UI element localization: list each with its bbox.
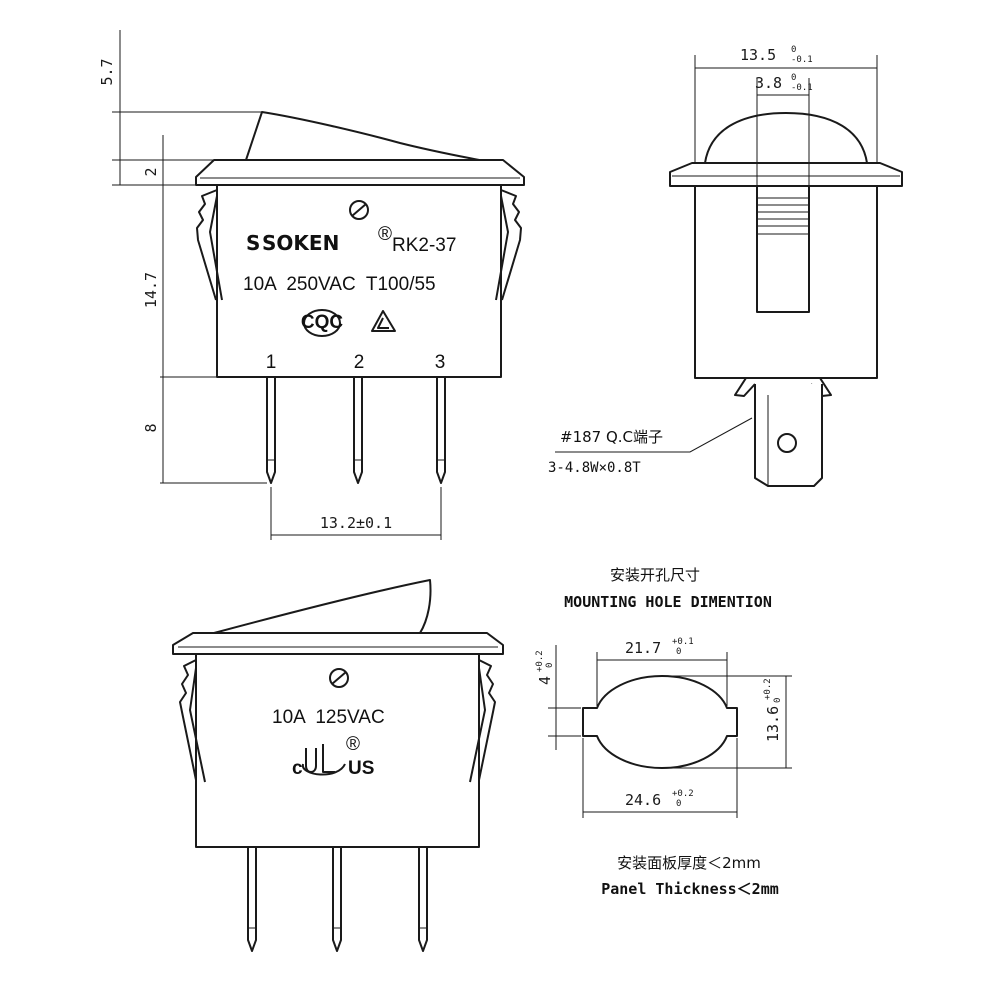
model-number: RK2-37 xyxy=(392,235,456,256)
bottom-flange xyxy=(172,632,504,655)
side-view: 13.5 0 -0.1 3.8 0 -0.1 #187 Q.C端子 3-4.8W… xyxy=(548,45,903,487)
dim-side-width-tol-upper: 0 xyxy=(791,45,796,55)
pin-2 xyxy=(353,377,363,484)
dim-slot-width-tol-lower: -0.1 xyxy=(791,83,813,93)
bottom-pin-3 xyxy=(418,847,428,952)
side-clip-left xyxy=(734,377,756,397)
mounting-hole-outline xyxy=(582,675,738,769)
dim-side-width-tol-lower: -0.1 xyxy=(791,55,813,65)
side-slot xyxy=(756,185,810,313)
mounting-title-cn: 安装开孔尺寸 xyxy=(610,566,700,584)
ul-mark-icon xyxy=(301,744,346,776)
brand-s-logo: S xyxy=(246,231,260,255)
side-dome xyxy=(704,112,868,164)
dim-bottom-width-tol-upper: +0.2 xyxy=(672,789,694,799)
bottom-pin-1 xyxy=(247,847,257,952)
dim-top-width: 21.7 xyxy=(625,639,661,657)
bottom-body xyxy=(195,653,480,848)
ul-registered: ® xyxy=(346,734,360,755)
dim-flange: 2 xyxy=(142,167,160,176)
dim-notch: 4 xyxy=(536,676,554,685)
mounting-hole-view: 安装开孔尺寸 MOUNTING HOLE DIMENTION 21.7 +0.1… xyxy=(535,566,792,898)
bottom-pin-2 xyxy=(332,847,342,952)
dim-hole-height: 13.6 xyxy=(764,706,782,742)
dim-slot-width-tol-upper: 0 xyxy=(791,73,796,83)
pin-1 xyxy=(266,377,276,484)
ul-suffix: US xyxy=(348,758,374,779)
front-right-clip xyxy=(495,189,522,301)
triangle-cert-icon xyxy=(371,310,396,332)
cqc-mark-icon xyxy=(303,309,341,337)
mounting-title-en: MOUNTING HOLE DIMENTION xyxy=(564,593,772,611)
front-flange xyxy=(195,159,525,186)
dim-side-width: 13.5 xyxy=(740,46,776,64)
dim-bottom-width-tol-lower: 0 xyxy=(676,799,681,809)
dim-bottom-width: 24.6 xyxy=(625,791,661,809)
bottom-left-clip xyxy=(179,659,206,783)
pin-pitch-dimension: 13.2±0.1 xyxy=(270,487,442,540)
front-rocker xyxy=(245,111,485,162)
ul-mark-text: UL xyxy=(0,0,24,5)
dim-top-width-tol-upper: +0.1 xyxy=(672,637,694,647)
dim-pin-length: 8 xyxy=(142,423,160,432)
pin-label-1: 1 xyxy=(266,352,277,373)
side-body xyxy=(694,185,878,379)
dim-pin-pitch: 13.2±0.1 xyxy=(320,514,392,532)
bottom-rating: 10A 125VAC xyxy=(272,707,385,728)
front-view: S SOKEN ® RK2-37 10A 250VAC T100/55 CQC … xyxy=(98,30,525,540)
pin-label-2: 2 xyxy=(354,352,365,373)
bottom-rocker xyxy=(213,579,432,634)
bottom-view: 10A 125VAC c UL US ® xyxy=(0,0,504,952)
side-flange xyxy=(669,162,903,187)
dim-hole-height-tol-upper: +0.2 xyxy=(763,678,773,700)
terminal-note-1: #187 Q.C端子 xyxy=(560,428,663,446)
dim-top-width-tol-lower: 0 xyxy=(676,647,681,657)
pin-3 xyxy=(436,377,446,484)
front-left-clip xyxy=(196,189,223,301)
brand-name: SOKEN xyxy=(262,231,339,255)
terminal-hole xyxy=(777,433,797,453)
terminal-leader xyxy=(555,417,753,453)
front-screw-icon xyxy=(349,200,369,220)
cqc-mark-text: CQC xyxy=(301,312,344,333)
dim-notch-tol-lower: 0 xyxy=(545,663,555,668)
bottom-right-clip xyxy=(469,659,496,783)
pin-label-3: 3 xyxy=(435,352,446,373)
bottom-screw-icon xyxy=(329,668,349,688)
dim-slot-width: 3.8 xyxy=(755,74,782,92)
dim-rocker-height: 5.7 xyxy=(98,58,116,85)
dim-notch-tol-upper: +0.2 xyxy=(535,650,545,672)
ul-prefix: c xyxy=(292,758,303,779)
dim-hole-height-tol-lower: 0 xyxy=(773,698,783,703)
front-body xyxy=(216,184,502,378)
panel-thickness-en: Panel Thickness＜2mm xyxy=(601,880,779,898)
front-vertical-dimensions: 5.7 2 14.7 8 xyxy=(98,30,267,484)
dim-body-height: 14.7 xyxy=(142,272,160,308)
terminal-note-2: 3-4.8W×0.8T xyxy=(548,460,641,476)
front-rating: 10A 250VAC T100/55 xyxy=(243,274,436,295)
panel-thickness-cn: 安装面板厚度＜2mm xyxy=(617,854,761,872)
brand-registered: ® xyxy=(378,224,392,245)
